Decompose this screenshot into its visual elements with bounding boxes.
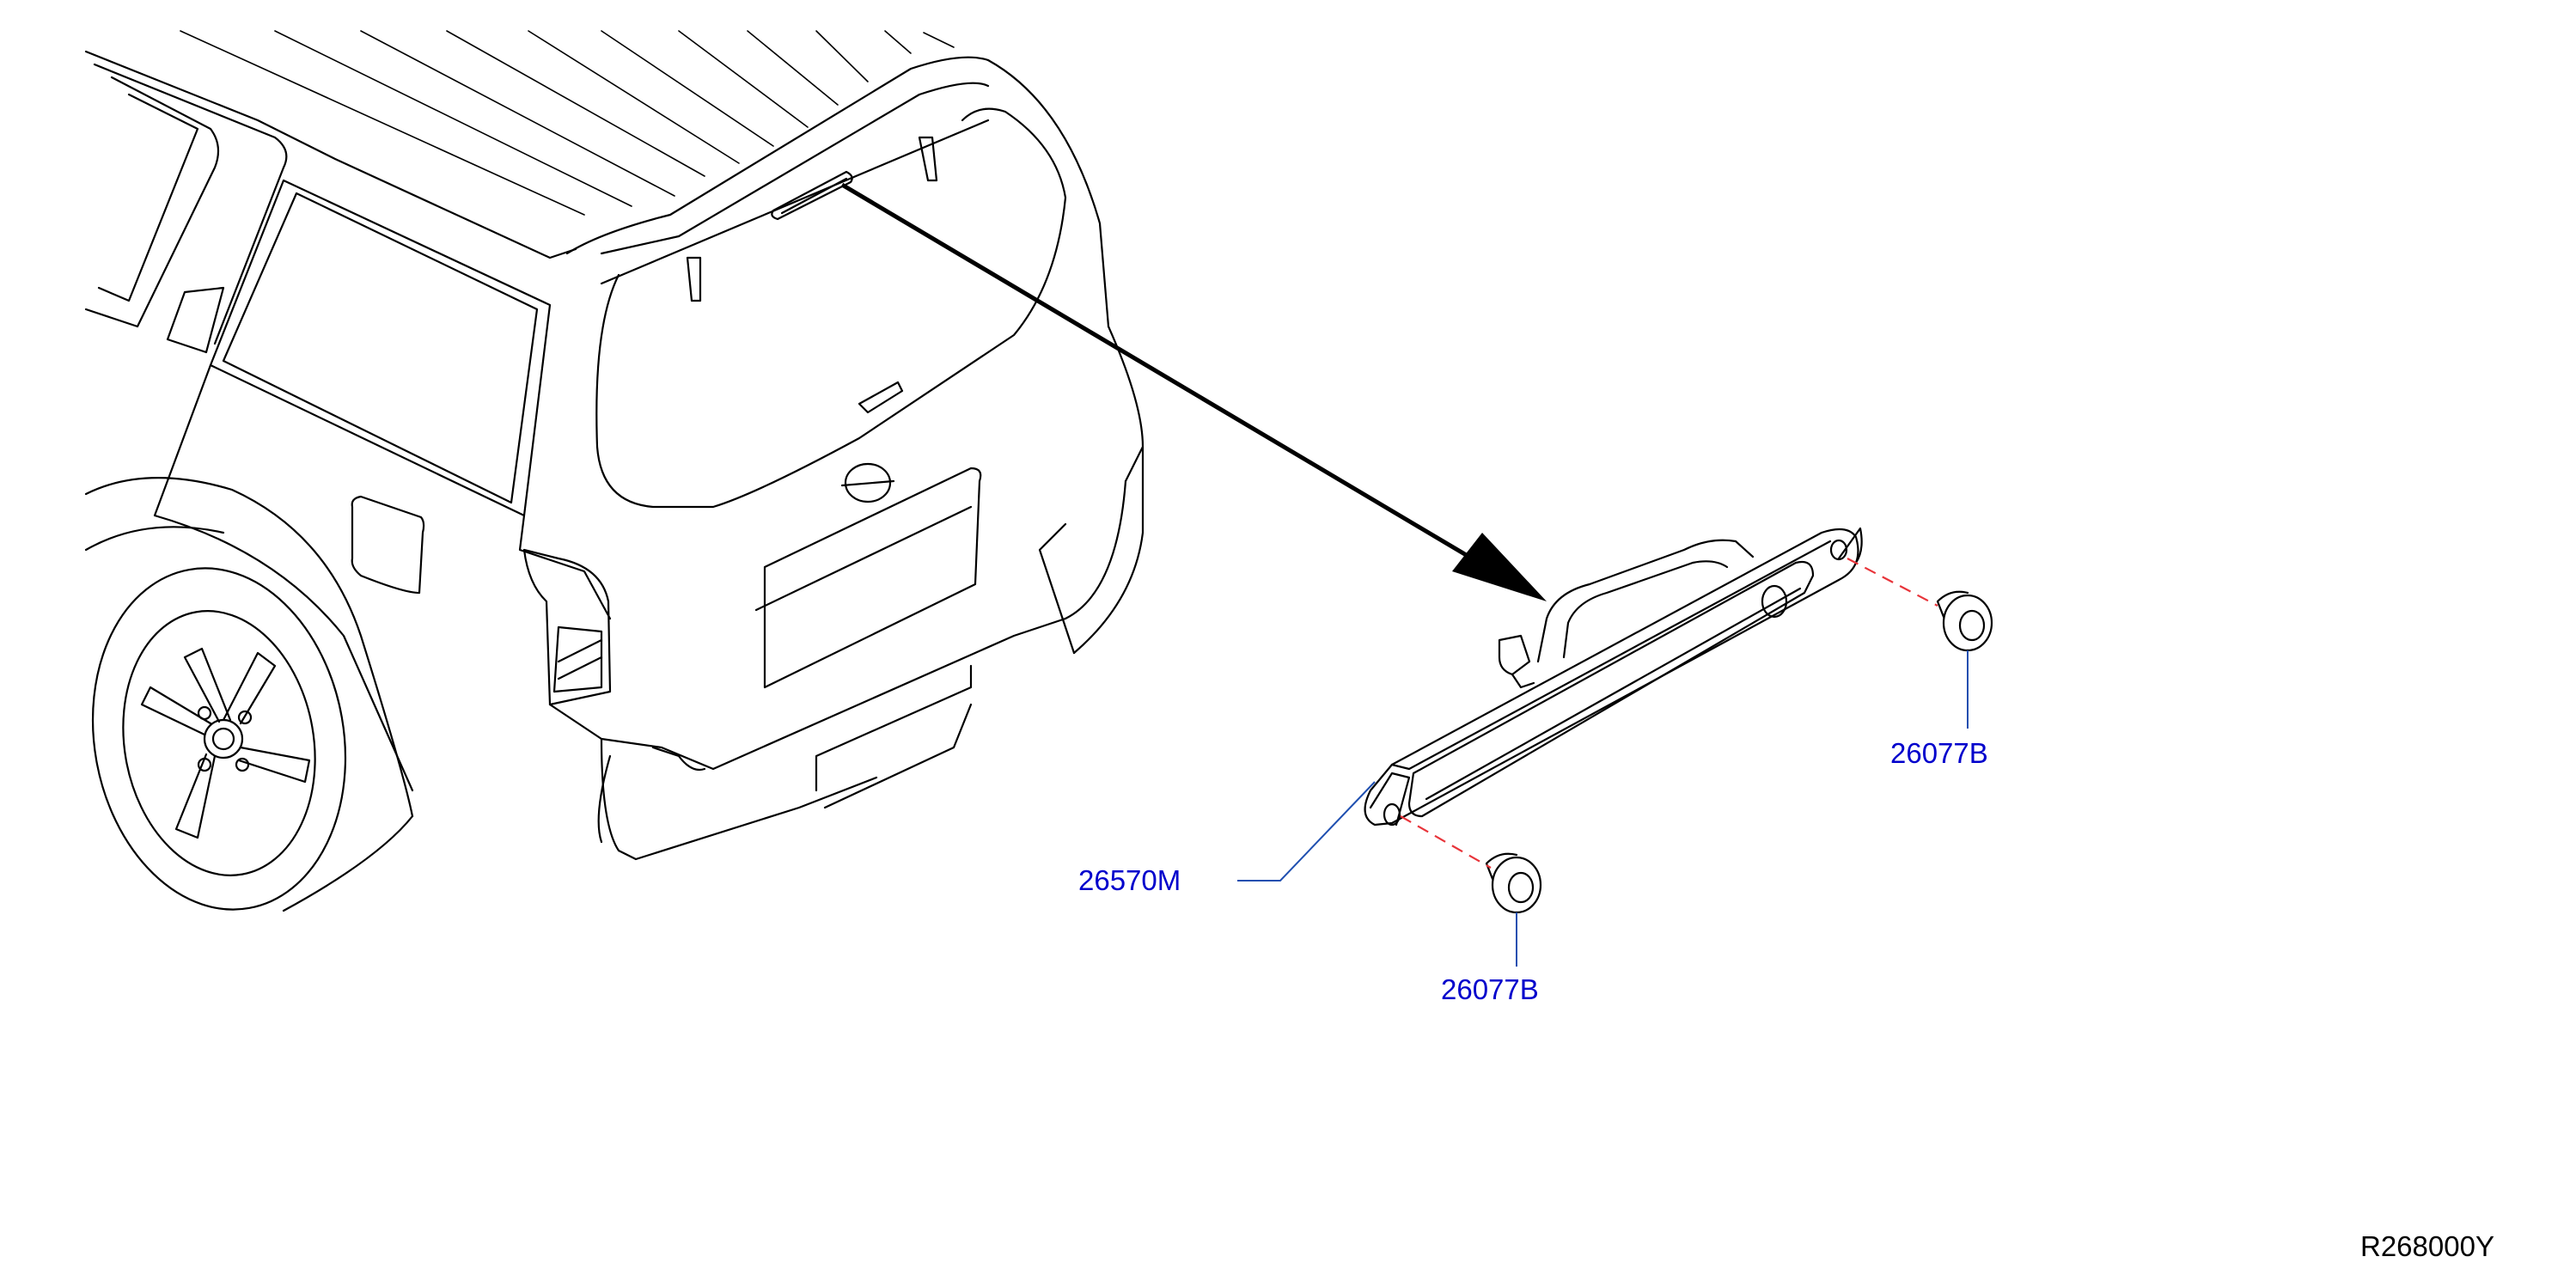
grommet-lower-icon bbox=[1485, 852, 1542, 914]
callout-grommet-lower: 26077B bbox=[1441, 973, 1539, 1005]
alignment-line-lower bbox=[1400, 815, 1492, 869]
leader-lamp-assembly bbox=[1237, 781, 1376, 882]
roof-ribs bbox=[180, 30, 955, 216]
stop-lamp-assembly bbox=[1364, 527, 1863, 827]
location-arrow bbox=[840, 182, 1547, 601]
callout-grommet-right: 26077B bbox=[1890, 737, 1988, 769]
vehicle-illustration bbox=[84, 30, 1145, 912]
grommet-right-icon bbox=[1936, 590, 1993, 652]
rear-wheel bbox=[84, 477, 414, 912]
reference-code: R268000Y bbox=[2360, 1230, 2494, 1262]
callout-lamp-assembly: 26570M bbox=[1078, 864, 1181, 896]
body-outline bbox=[84, 50, 1145, 861]
alignment-line-right bbox=[1847, 558, 1938, 607]
